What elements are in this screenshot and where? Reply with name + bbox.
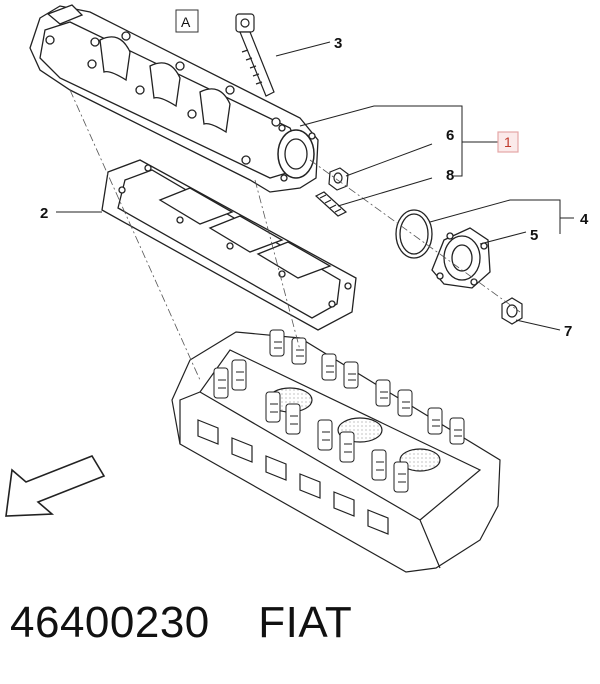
footer: 46400230 FIAT: [10, 598, 590, 658]
callout-5: 5: [530, 227, 538, 244]
callout-1-highlight-box: [497, 131, 519, 153]
callout-8: 8: [446, 167, 454, 184]
leader-lines: [56, 41, 574, 331]
direction-arrow: [5, 455, 106, 517]
cylinder-head: [171, 329, 501, 573]
callout-4: 4: [580, 211, 589, 228]
stud-part-8: [314, 191, 348, 217]
callout-2: 2: [40, 205, 48, 222]
housing-bolt: [235, 13, 275, 97]
callout-3: 3: [334, 35, 342, 52]
callout-6: 6: [446, 127, 454, 144]
o-ring: [395, 209, 433, 259]
callouts: 1 2 3 4 5 6 7 8: [40, 35, 589, 340]
cover-part-5: [431, 227, 491, 289]
camshaft-housing: [29, 4, 319, 193]
callout-7: 7: [564, 323, 572, 340]
brand-name: FIAT: [258, 598, 353, 647]
housing-gasket: [101, 159, 357, 331]
part-number: 46400230: [10, 598, 210, 647]
view-label: A: [181, 14, 191, 30]
callout-1: 1: [504, 134, 512, 150]
exploded-parts-diagram: A: [5, 4, 589, 573]
nut-part-6: [328, 167, 349, 191]
view-label-box: A: [175, 9, 199, 33]
assembly-lines: [69, 89, 521, 381]
